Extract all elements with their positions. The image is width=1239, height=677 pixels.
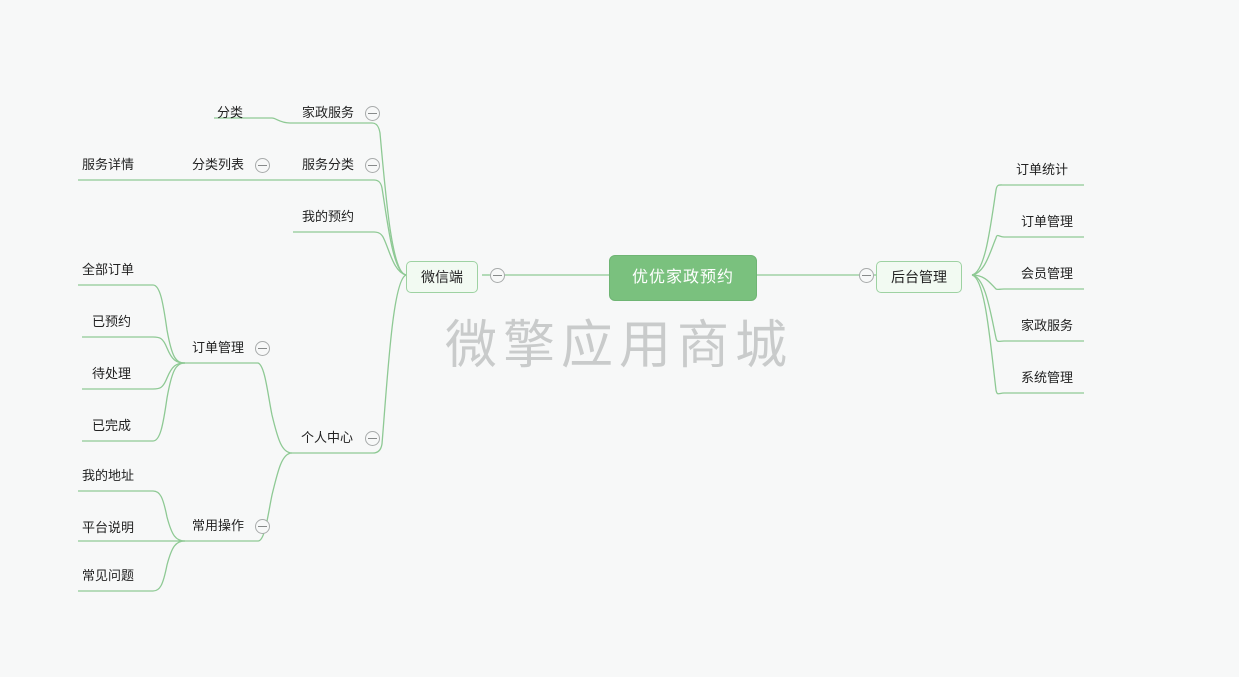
collapse-toggle-icon-category-list[interactable]: [255, 158, 270, 173]
watermark-text: 微擎应用商城: [444, 316, 793, 376]
node-service-detail[interactable]: 服务详情: [82, 157, 135, 172]
node-personal-center[interactable]: 个人中心: [301, 430, 354, 445]
collapse-toggle-icon-common-operations[interactable]: [255, 519, 270, 534]
node-admin-order-management[interactable]: 订单管理: [1021, 214, 1074, 229]
collapse-toggle-icon-housekeeping-service[interactable]: [365, 106, 380, 121]
collapse-toggle-icon-personal-center[interactable]: [365, 431, 380, 446]
root-node[interactable]: 优优家政预约: [609, 255, 758, 301]
node-member-management[interactable]: 会员管理: [1021, 266, 1074, 281]
node-pending[interactable]: 待处理: [92, 366, 132, 381]
node-service-category[interactable]: 服务分类: [302, 157, 355, 172]
node-order-statistics[interactable]: 订单统计: [1016, 162, 1069, 177]
node-common-operations[interactable]: 常用操作: [192, 518, 245, 533]
collapse-toggle-icon-wechat[interactable]: [490, 268, 505, 283]
collapse-toggle-icon-service-category[interactable]: [365, 158, 380, 173]
node-booked[interactable]: 已预约: [92, 314, 132, 329]
node-housekeeping-service[interactable]: 家政服务: [302, 105, 355, 120]
node-my-address[interactable]: 我的地址: [82, 468, 135, 483]
node-all-orders[interactable]: 全部订单: [82, 262, 135, 277]
node-category[interactable]: 分类: [217, 105, 244, 120]
node-my-appointment[interactable]: 我的预约: [302, 209, 355, 224]
collapse-toggle-icon-admin[interactable]: [859, 268, 874, 283]
branch-node-admin[interactable]: 后台管理: [876, 261, 962, 293]
node-system-management[interactable]: 系统管理: [1021, 370, 1074, 385]
node-platform-description[interactable]: 平台说明: [82, 520, 135, 535]
node-admin-housekeeping-service[interactable]: 家政服务: [1021, 318, 1074, 333]
branch-node-wechat[interactable]: 微信端: [406, 261, 478, 293]
node-order-management[interactable]: 订单管理: [192, 340, 245, 355]
node-faq[interactable]: 常见问题: [82, 568, 135, 583]
node-category-list[interactable]: 分类列表: [192, 157, 245, 172]
collapse-toggle-icon-order-management[interactable]: [255, 341, 270, 356]
node-completed[interactable]: 已完成: [92, 418, 132, 433]
